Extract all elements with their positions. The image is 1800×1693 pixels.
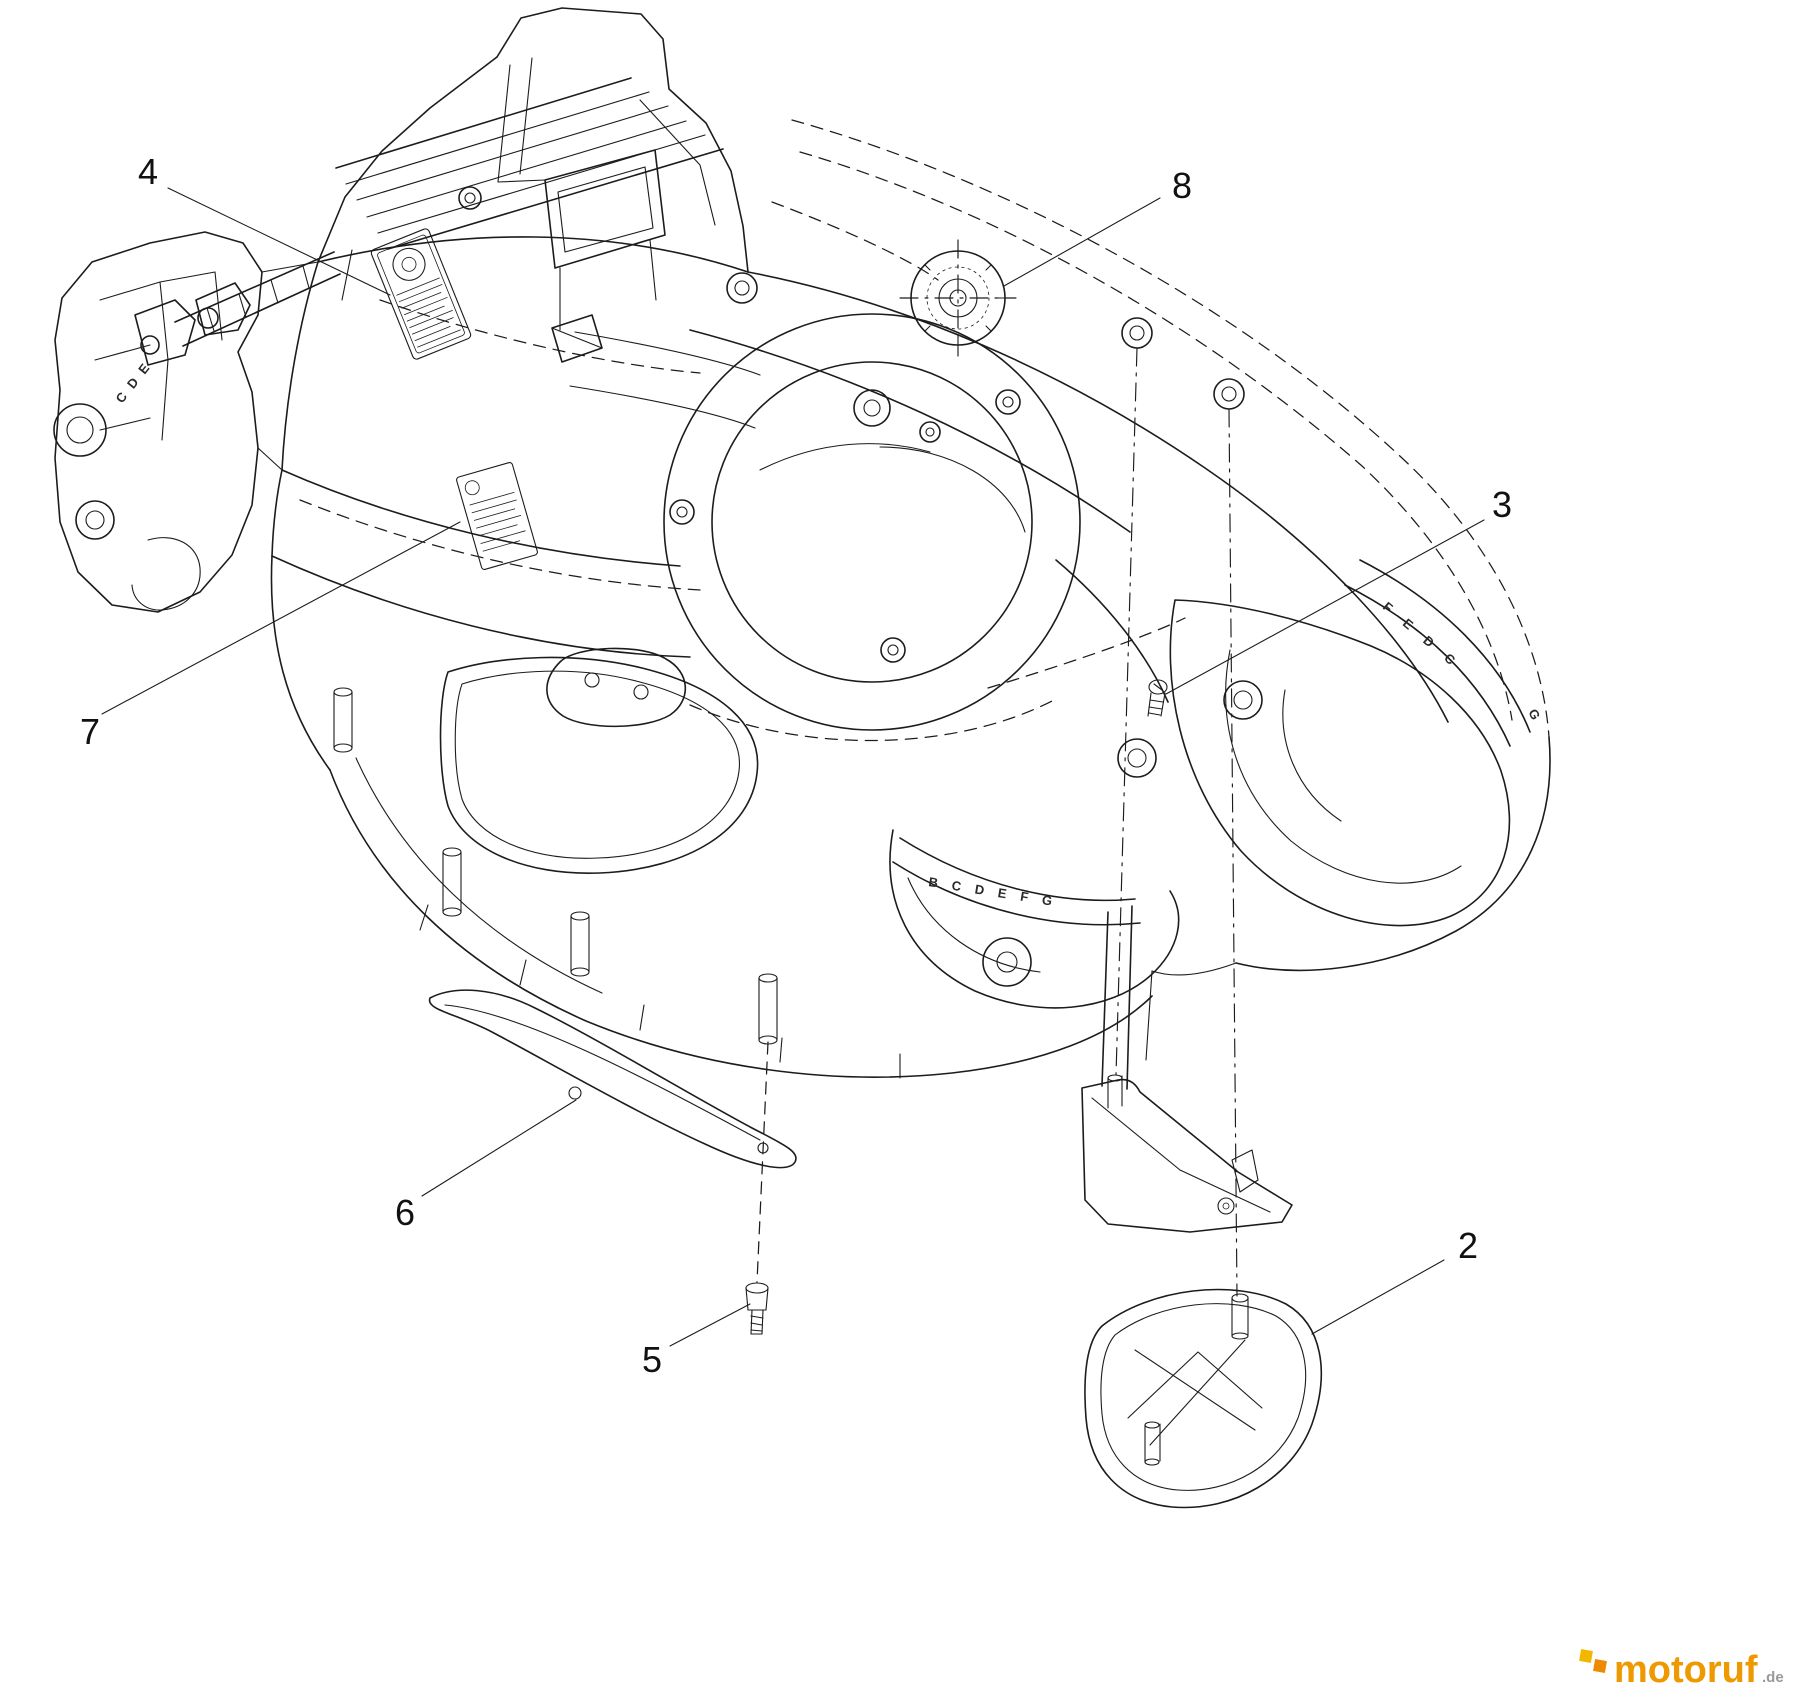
callout-5-label: 5 [642,1339,662,1380]
callout-3-leader [1165,519,1485,695]
callout-7: 7 [80,521,461,752]
callout-2-leader [1311,1259,1445,1335]
bolt-part [745,1282,769,1335]
deck-hidden-rim-lines [299,119,1550,742]
screw-part [1147,679,1168,717]
callout-6: 6 [395,1099,577,1233]
scraper-strip [428,989,797,1169]
front-pocket [439,647,759,874]
callout-3: 3 [1165,484,1512,695]
discharge-cover [1084,1288,1322,1509]
callout-2-label: 2 [1458,1225,1478,1266]
callout-3-label: 3 [1492,484,1512,525]
callout-4: 4 [138,151,391,296]
left-bracket-height-letters: CDE [113,354,158,406]
front-left-bracket: CDE [53,231,319,613]
callout-7-leader [101,521,461,715]
callout-5: 5 [642,1303,751,1380]
watermark-tld: .de [1762,1669,1784,1686]
callout-2: 2 [1311,1225,1478,1335]
callout-6-label: 6 [395,1192,415,1233]
washout-port-emblem [899,239,1017,357]
callout-8-label: 8 [1172,165,1192,206]
handle-tower [317,7,761,429]
watermark: motoruf .de [1579,1649,1784,1691]
callout-7-label: 7 [80,711,100,752]
assembly-centerlines [1115,347,1238,1297]
callout-6-leader [421,1099,577,1197]
handle-mount-band [134,251,341,366]
callouts: 4 8 3 7 6 5 2 [80,151,1512,1380]
mounting-bosses [1117,317,1263,778]
callout-8-leader [1003,197,1161,287]
callout-4-leader [167,187,391,296]
deflector-bracket [1081,1074,1293,1233]
watermark-brand: motoruf [1614,1649,1758,1691]
instruction-label [456,462,538,570]
bolt-drop-line [756,1041,769,1283]
motoruf-logo-icon [1579,1649,1607,1673]
callout-5-leader [669,1303,751,1347]
deck-body [270,261,1449,1079]
right-wheel-pocket: BCDEFG [889,829,1180,1009]
outer-rim-letter-g: G [1525,706,1543,722]
discharge-tunnel: FEDC G [1101,559,1551,1090]
blade-opening [663,313,1081,731]
skirt-posts [333,687,778,1045]
inner-band-height-letters: BCDEFG [928,874,1068,911]
callout-8: 8 [1003,165,1192,287]
warning-label [370,228,472,360]
callout-4-label: 4 [138,151,158,192]
